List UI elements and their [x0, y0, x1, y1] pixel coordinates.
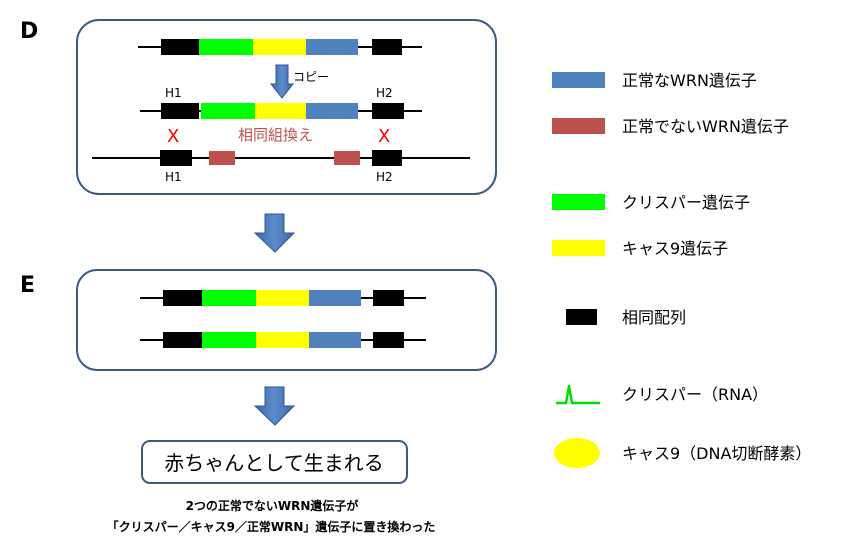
homology-segment [161, 39, 199, 55]
panel-label-e: E [20, 273, 35, 298]
legend-label-cas9-enzyme: キャス9（DNA切断酵素） [622, 444, 811, 463]
down-arrow-e-to-birth [253, 386, 296, 426]
crispr-segment [199, 39, 253, 55]
legend-label-cas9-gene: キャス9遺伝子 [622, 239, 728, 258]
construct-e-upper [140, 290, 426, 306]
h1-label-top: H1 [165, 86, 182, 100]
homology-segment [372, 39, 402, 55]
legend-swatch-abnormal-wrn [552, 118, 605, 134]
legend-label-crispr-rna: クリスパー（RNA） [622, 385, 768, 404]
crispr-segment [202, 332, 256, 348]
normal-wrn-segment [306, 103, 358, 119]
h2-label-bottom: H2 [376, 170, 393, 184]
homology-segment [163, 290, 202, 306]
legend-swatch-crispr-gene [552, 194, 605, 210]
cas9-segment [256, 290, 309, 306]
legend: 正常なWRN遺伝子 正常でないWRN遺伝子 クリスパー遺伝子 キャス9遺伝子 相… [552, 71, 811, 468]
cas9-segment [253, 39, 306, 55]
homology-segment [372, 103, 404, 119]
legend-label-crispr-gene: クリスパー遺伝子 [622, 193, 750, 212]
legend-swatch-cas9-gene [552, 240, 605, 256]
construct-e-lower [140, 332, 426, 348]
recombination-label: 相同組換え [238, 126, 313, 144]
legend-label-homology: 相同配列 [622, 308, 686, 327]
copy-label: コピー [293, 70, 329, 84]
down-arrow-d-to-e [253, 213, 296, 253]
legend-swatch-homology [566, 309, 597, 325]
normal-wrn-segment [306, 39, 358, 55]
copy-arrow [269, 64, 295, 99]
homology-segment [373, 290, 404, 306]
crispr-segment [201, 103, 255, 119]
legend-swatch-cas9-enzyme [554, 438, 600, 468]
construct-bottom [92, 150, 470, 166]
homology-segment [160, 150, 192, 166]
h1-label-bottom: H1 [165, 170, 182, 184]
cross-mark-left: X [167, 126, 179, 147]
caption-line-2: 「クリスパー／キャス9／正常WRN」遺伝子に置き換わった [107, 519, 436, 534]
abnormal-wrn-segment [334, 151, 360, 165]
construct-middle [140, 103, 422, 119]
homology-segment [163, 332, 202, 348]
normal-wrn-segment [309, 290, 361, 306]
panel-e-box [76, 269, 497, 371]
homology-segment [372, 150, 402, 166]
construct-top [138, 39, 422, 55]
legend-swatch-normal-wrn [552, 72, 605, 88]
h2-label-top: H2 [376, 86, 393, 100]
cas9-segment [255, 103, 306, 119]
birth-label: 赤ちゃんとして生まれる [164, 451, 383, 475]
cross-mark-right: X [378, 126, 390, 147]
homology-segment [161, 103, 199, 119]
panel-label-d: D [20, 19, 38, 44]
legend-swatch-crispr-rna [556, 384, 600, 405]
abnormal-wrn-segment [209, 151, 235, 165]
crispr-segment [202, 290, 256, 306]
normal-wrn-segment [309, 332, 361, 348]
legend-label-normal-wrn: 正常なWRN遺伝子 [622, 71, 757, 90]
homology-segment [373, 332, 404, 348]
legend-label-abnormal-wrn: 正常でないWRN遺伝子 [622, 117, 789, 136]
caption-line-1: 2つの正常でないWRN遺伝子が [186, 498, 359, 513]
cas9-segment [256, 332, 309, 348]
birth-box [141, 440, 408, 484]
